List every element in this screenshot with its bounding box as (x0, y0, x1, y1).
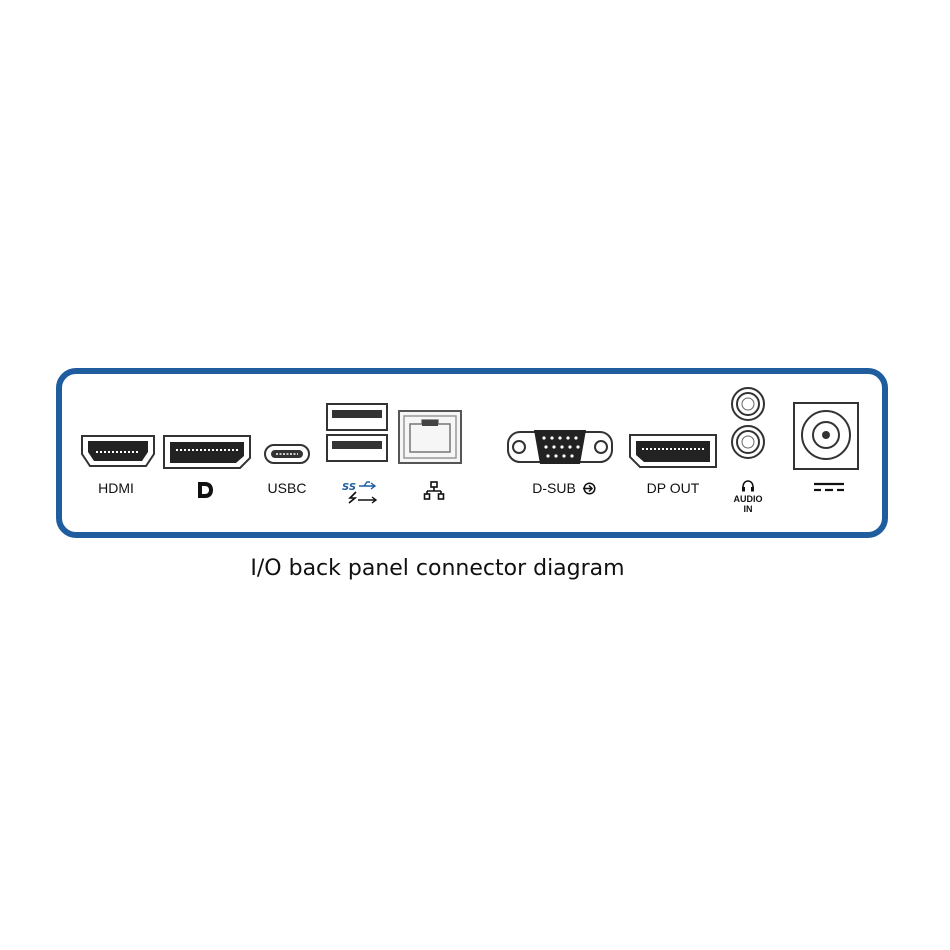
usb-superspeed-charge-icon: SS (342, 481, 378, 504)
ethernet-port-icon (398, 410, 462, 464)
audio-in-label: AUDIO IN (734, 494, 763, 514)
dsub-label: D-SUB (532, 480, 576, 496)
usb-a-port-icon (326, 403, 388, 462)
headphone-icon (742, 480, 754, 492)
usbc-label: USBC (267, 480, 307, 496)
audio-in-label-line2: IN (743, 504, 753, 514)
displayport-port-icon (163, 435, 251, 469)
displayport-logo-icon (198, 482, 213, 498)
dp-out-label: DP OUT (646, 480, 700, 496)
analog-input-icon (583, 482, 596, 495)
network-icon (423, 481, 445, 500)
dc-power-icon (814, 482, 844, 492)
hdmi-port-icon (81, 435, 155, 467)
usb-c-port-icon (264, 444, 310, 464)
displayport-out-port-icon (629, 434, 717, 468)
audio-in-label-line1: AUDIO (733, 494, 763, 504)
dc-power-jack-icon (793, 402, 859, 470)
vga-dsub-port-icon (507, 430, 613, 464)
hdmi-label: HDMI (98, 480, 134, 496)
diagram-caption: I/O back panel connector diagram (250, 556, 625, 581)
audio-jack-icon (731, 387, 765, 459)
svg-text:SS: SS (342, 482, 356, 493)
